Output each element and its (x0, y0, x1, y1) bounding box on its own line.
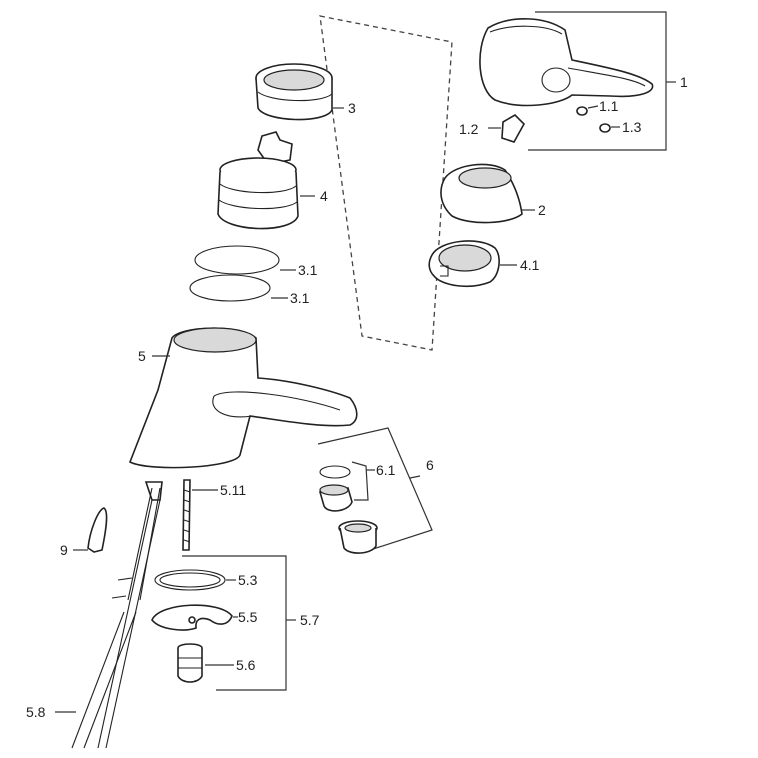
callout-5-5: 5.5 (238, 609, 258, 625)
callout-1: 1 (680, 74, 688, 90)
cartridge-4 (217, 131, 315, 230)
aerator-sleeve-6 (338, 520, 378, 554)
screw-1-3 (599, 123, 620, 133)
callout-3: 3 (348, 100, 356, 116)
screw-1-1 (576, 105, 599, 116)
horseshoe-5-5 (151, 604, 238, 631)
callout-2: 2 (538, 202, 546, 218)
callout-5-7: 5.7 (300, 612, 320, 628)
dashed-assembly-guide (319, 15, 453, 351)
ring-4-1 (428, 240, 517, 288)
stud-5-11 (182, 479, 218, 551)
hoses-5-8 (55, 481, 163, 749)
callout-5-11: 5.11 (220, 482, 246, 498)
callout-4: 4 (320, 188, 328, 204)
callout-5-6: 5.6 (236, 657, 256, 673)
o-ring-3-1b (189, 274, 288, 302)
o-ring-3-1a (194, 245, 296, 275)
bracket-6 (317, 427, 433, 551)
lever-handle (479, 18, 654, 107)
callout-1-2: 1.2 (459, 121, 479, 137)
cover-cap (440, 163, 535, 224)
callout-3-1a: 3.1 (298, 262, 318, 278)
callout-9: 9 (60, 542, 68, 558)
seal-5-3 (154, 569, 236, 591)
aerator-6-1 (318, 465, 375, 512)
screw-ring-3 (255, 63, 344, 121)
callout-4-1: 4.1 (520, 257, 540, 273)
callout-6: 6 (426, 457, 434, 473)
callout-1-3: 1.3 (622, 119, 642, 135)
clip-9 (73, 507, 108, 553)
bracket-5-7 (182, 555, 287, 691)
callout-6-1: 6.1 (376, 462, 396, 478)
bracket-1 (528, 11, 667, 151)
nut-5-6 (177, 643, 234, 683)
callout-3-1b: 3.1 (290, 290, 310, 306)
callout-1-1: 1.1 (599, 98, 619, 114)
callout-5: 5 (138, 348, 146, 364)
faucet-body (128, 327, 358, 469)
callout-5-8: 5.8 (26, 704, 46, 720)
cap-1-2 (488, 113, 525, 143)
callout-5-3: 5.3 (238, 572, 258, 588)
